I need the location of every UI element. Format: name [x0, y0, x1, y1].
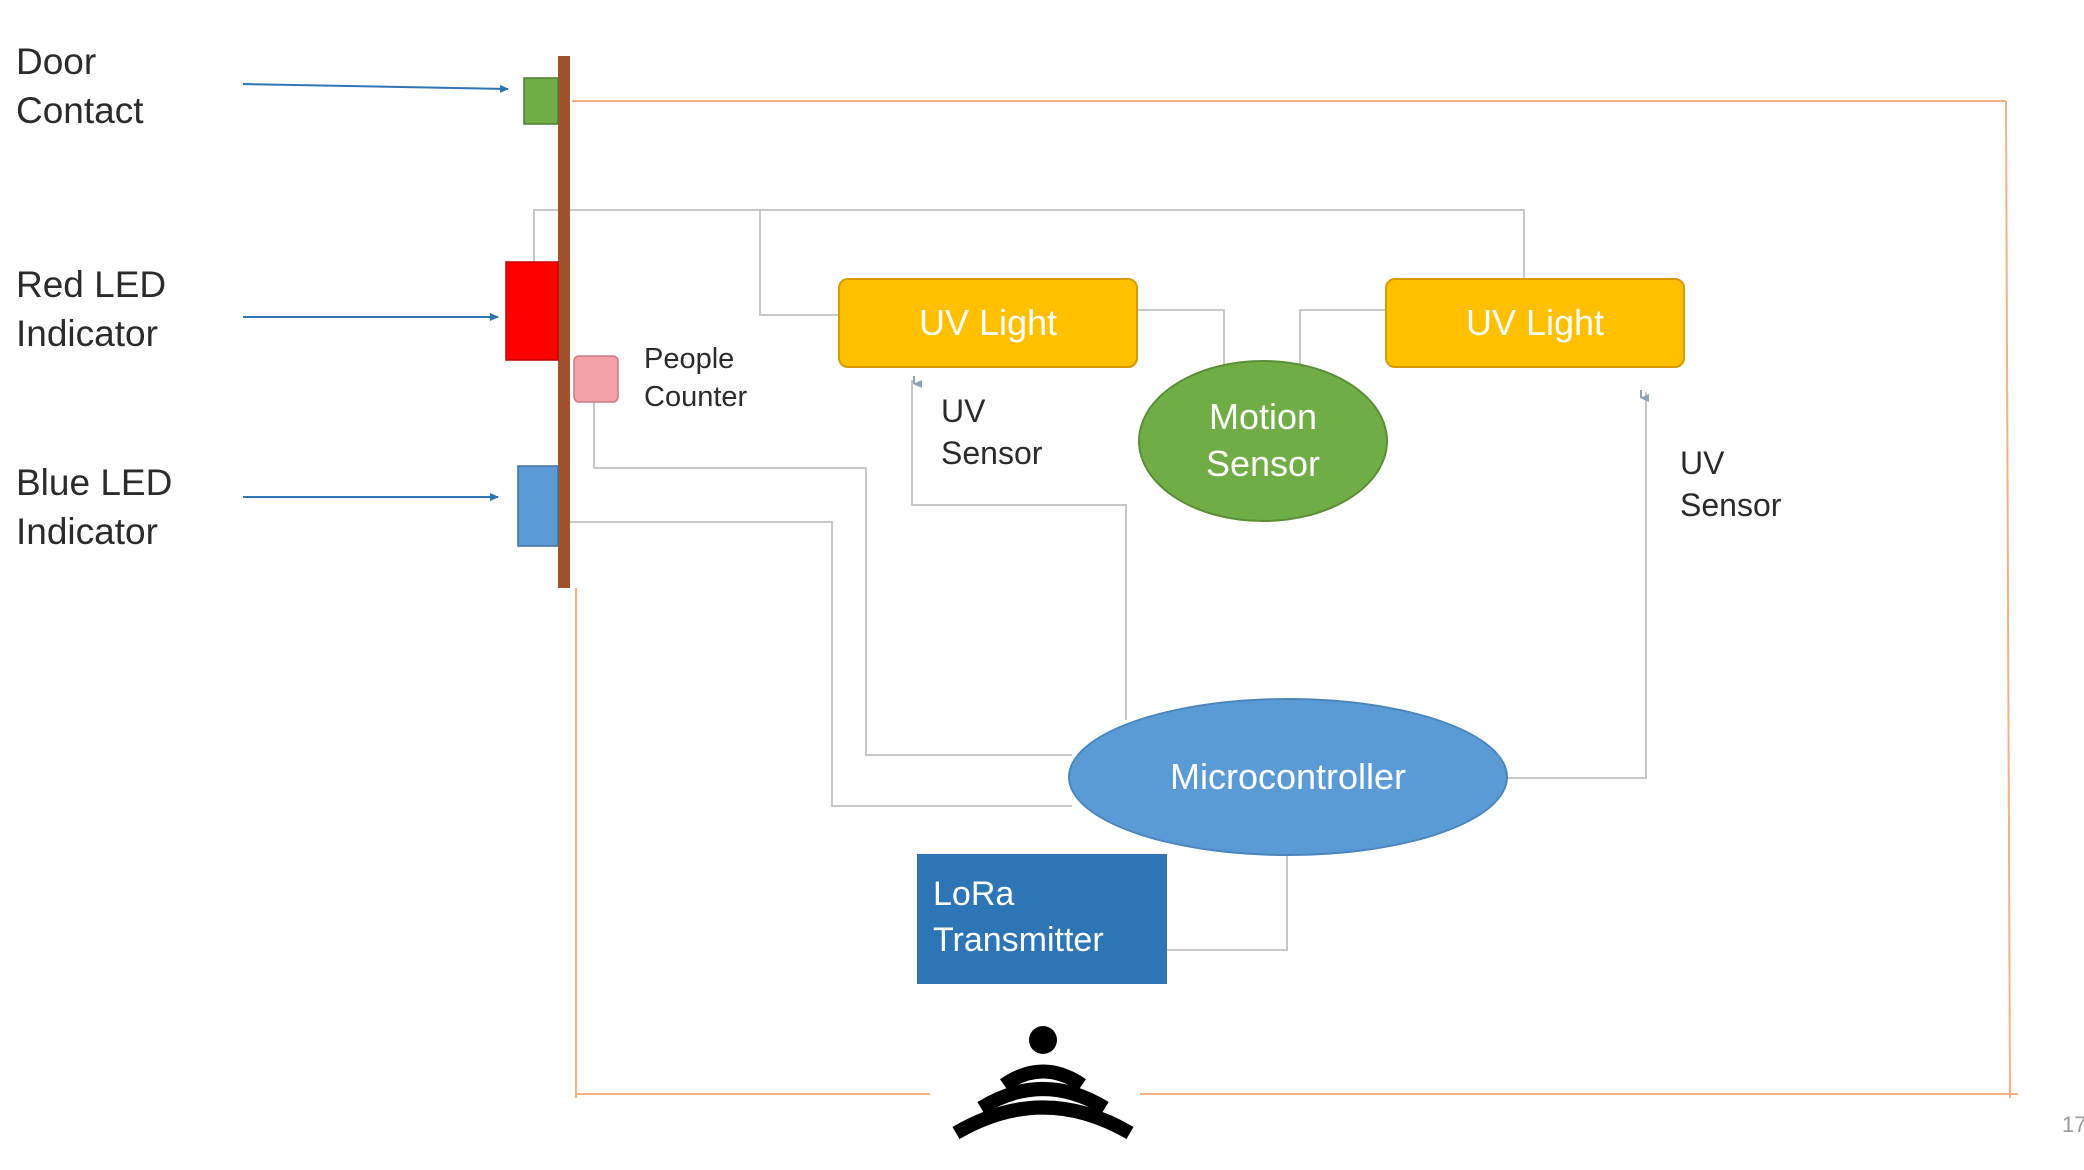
red-led-indicator — [505, 261, 559, 361]
microcontroller-node: Microcontroller — [1068, 698, 1508, 856]
wifi-signal-icon — [952, 1026, 1134, 1140]
door-contact-label: Door Contact — [16, 38, 144, 136]
blue-led-indicator — [517, 465, 559, 547]
uv-sensor-left-label-line1: UV — [941, 393, 986, 429]
blue-led-label: Blue LED Indicator — [16, 459, 172, 557]
motion-sensor-label-line2: Sensor — [1205, 443, 1321, 484]
uv-light-left-node: UV Light — [838, 278, 1138, 368]
people-counter-label-line1: People — [644, 343, 735, 375]
room-outline — [572, 100, 2018, 1099]
uv-light-right-node: UV Light — [1385, 278, 1685, 368]
uv-sensor-right-label: UV Sensor — [1680, 442, 1781, 526]
sensor-arrowheads — [913, 376, 1649, 402]
door-frame — [558, 56, 570, 588]
people-counter-label-line2: Counter — [644, 381, 748, 414]
motion-sensor-label-line1: Motion — [1208, 396, 1318, 438]
input-arrows — [242, 83, 509, 501]
motion-sensor-node: Motion Sensor — [1138, 360, 1388, 522]
door-contact-label-line2: Contact — [16, 89, 144, 131]
uv-sensor-right-label-line1: UV — [1680, 445, 1725, 481]
wiring — [533, 209, 1647, 951]
blue-led-label-line1: Blue LED — [16, 462, 173, 503]
uv-sensor-left-label: UV Sensor — [941, 390, 1042, 474]
lora-transmitter-label-line2: Transmitter — [933, 920, 1104, 959]
blue-led-label-line2: Indicator — [16, 510, 158, 552]
door-contact-label-line1: Door — [16, 41, 97, 82]
uv-sensor-left-label-line2: Sensor — [941, 435, 1043, 472]
red-led-label-line1: Red LED — [16, 264, 167, 305]
people-counter-label: People Counter — [644, 340, 747, 417]
red-led-label: Red LED Indicator — [16, 261, 166, 359]
uv-light-right-label: UV Light — [1465, 301, 1605, 343]
lora-transmitter-node: LoRa Transmitter — [917, 854, 1167, 984]
door-contact-sensor — [523, 77, 559, 125]
uv-sensor-right-label-line2: Sensor — [1680, 487, 1782, 524]
page-number: 17 — [2062, 1112, 2084, 1137]
door-contact-arrow — [242, 83, 509, 93]
uv-light-left-label: UV Light — [918, 301, 1058, 343]
lora-transmitter-label-line1: LoRa — [933, 875, 1015, 913]
microcontroller-label: Microcontroller — [1169, 755, 1407, 797]
people-counter-sensor — [573, 355, 619, 403]
red-led-label-line2: Indicator — [16, 312, 158, 354]
